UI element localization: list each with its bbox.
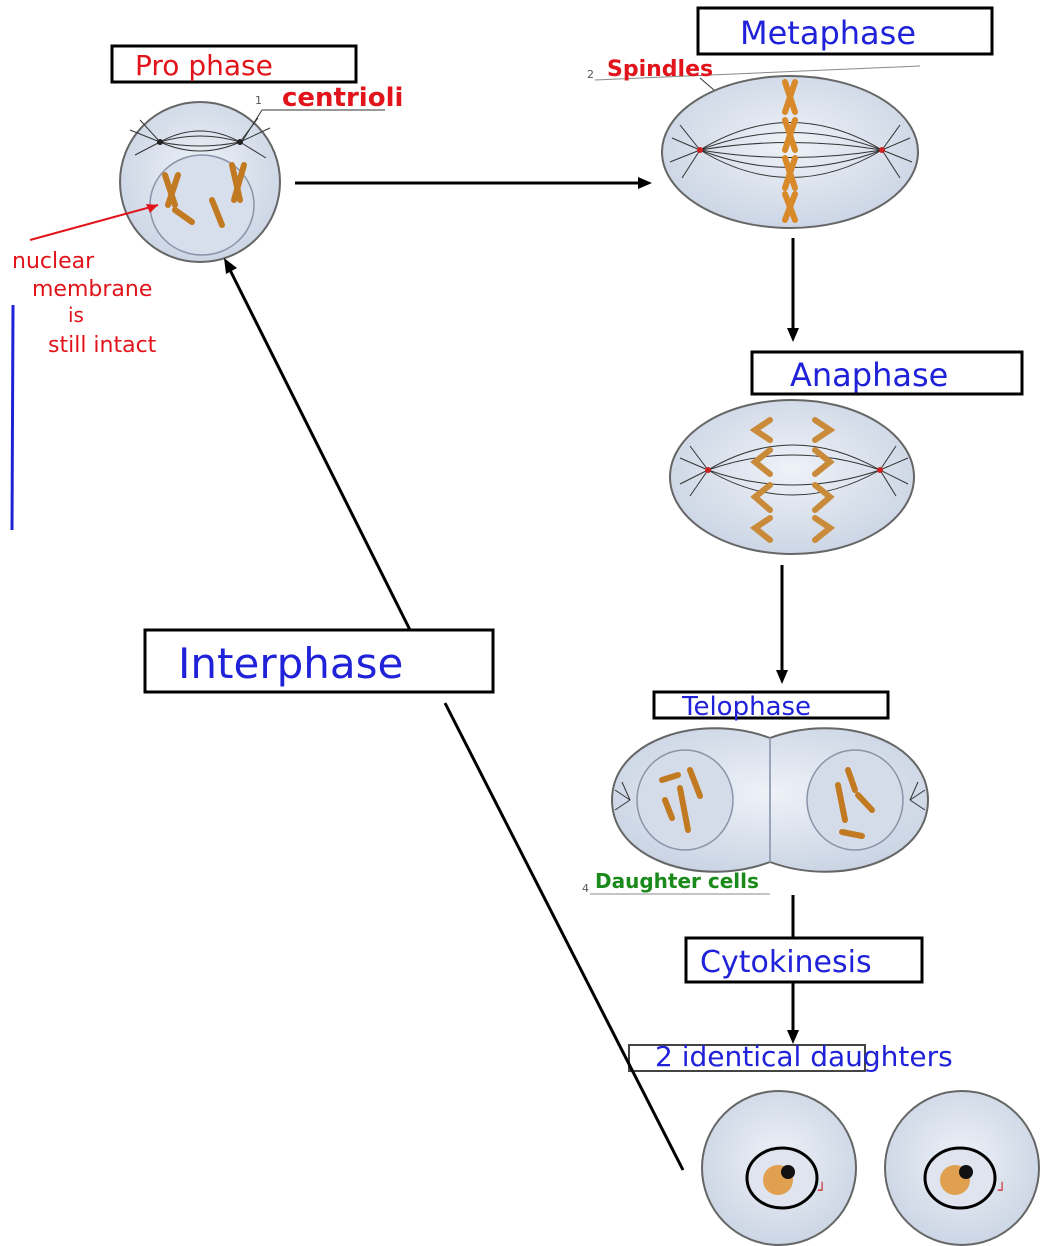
cytokinesis-stage: Cytokinesis — [686, 938, 922, 982]
metaphase-centriole-left — [697, 147, 703, 153]
interphase-label: Interphase — [178, 639, 403, 688]
spindles-label: Spindles — [607, 57, 713, 82]
arrowhead-to-anaphase — [787, 328, 799, 342]
daughter-mark-left: ┘ — [818, 1182, 826, 1199]
daughter-nucleolus-right — [959, 1165, 973, 1179]
prophase-label: Pro phase — [135, 49, 273, 82]
cytokinesis-label: Cytokinesis — [700, 945, 872, 980]
anaphase-label: Anaphase — [790, 356, 948, 394]
metaphase-stage: Metaphase 2 Spindles — [587, 8, 992, 228]
number-1: 1 — [255, 94, 262, 107]
anaphase-centriole-left — [705, 467, 711, 473]
number-4: 4 — [582, 882, 589, 895]
prophase-stage: Pro phase 1 centrioli nuclear membrane i… — [12, 46, 403, 530]
nuclear-membrane-note: nuclear membrane is still intact — [12, 249, 157, 358]
telophase-label: Telophase — [681, 692, 811, 722]
daughter-cells-label: Daughter cells — [595, 869, 759, 893]
interphase-stage: Interphase — [145, 258, 683, 1170]
daughter-nucleolus-left — [781, 1165, 795, 1179]
number-2: 2 — [587, 68, 594, 81]
metaphase-centriole-right — [879, 147, 885, 153]
anaphase-centriole-right — [877, 467, 883, 473]
metaphase-label: Metaphase — [740, 14, 916, 52]
svg-text:membrane: membrane — [32, 277, 152, 302]
prophase-centriole-right — [237, 139, 243, 145]
telophase-stage: Telophase 4 Daughter cells — [582, 692, 928, 895]
arrowhead-to-metaphase — [638, 177, 652, 189]
daughter-cells-stage: 2 identical daughters ┘ ┘ — [629, 1040, 1039, 1245]
anaphase-cell — [670, 400, 914, 554]
centrioles-label: centrioli — [282, 83, 403, 113]
svg-text:nuclear: nuclear — [12, 249, 95, 274]
arrow-interphase-to-prophase — [230, 270, 410, 630]
blue-margin-mark — [12, 305, 13, 530]
identical-daughters-label: 2 identical daughters — [655, 1040, 953, 1073]
svg-text:is: is — [68, 303, 84, 327]
arrowhead-to-telophase — [776, 670, 788, 684]
anaphase-stage: Anaphase — [670, 352, 1022, 554]
prophase-centriole-left — [157, 139, 163, 145]
daughter-mark-right: ┘ — [998, 1182, 1006, 1199]
svg-text:still intact: still intact — [48, 333, 157, 358]
